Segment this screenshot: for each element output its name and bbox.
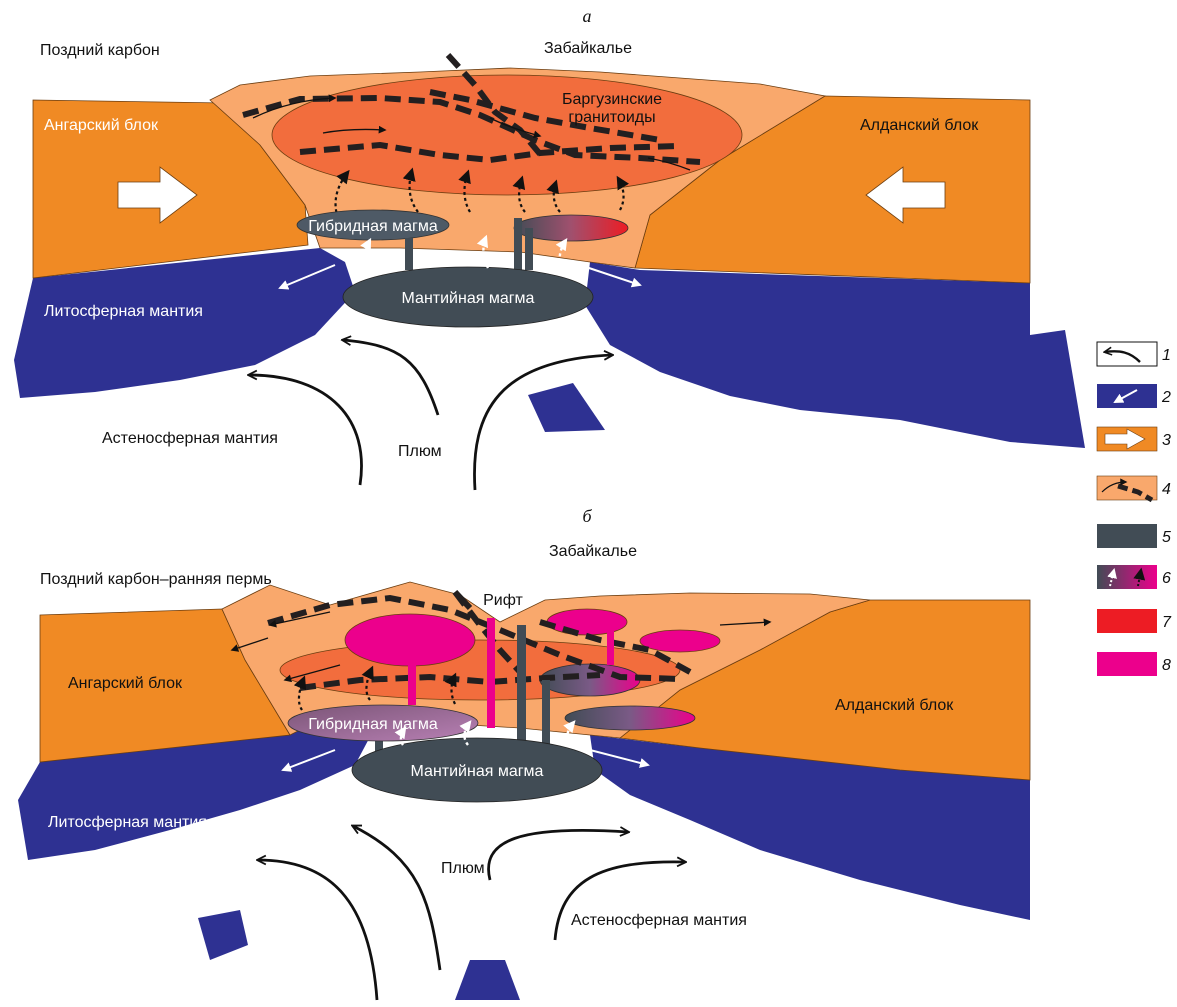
- hybrid-magma-swatch: [1097, 565, 1157, 589]
- mantle-fragment-a: [528, 383, 605, 432]
- period-label-a: Поздний карбон: [40, 42, 160, 59]
- hybrid-magma-label-a: Гибридная магма: [308, 218, 438, 235]
- plume-label-b: Плюм: [441, 860, 485, 877]
- angara-block-label-b: Ангарский блок: [68, 675, 183, 692]
- mantle-magma-label-a: Мантийная магма: [402, 290, 535, 307]
- feeder-dike-a3: [525, 228, 533, 270]
- mantle-fragment-b1: [198, 910, 248, 960]
- legend-label-8: 8: [1162, 657, 1171, 674]
- mantle-magma-label-b: Мантийная магма: [411, 763, 544, 780]
- legend: 1 2 3 4 5 6 7 8: [1097, 342, 1172, 676]
- feeder-dike-a2: [514, 218, 522, 270]
- hybrid-magma-label-b: Гибридная магма: [308, 716, 438, 733]
- granitoids-label-line2: гранитоиды: [568, 109, 655, 126]
- granitoids-label-line1: Баргузинские: [562, 91, 662, 108]
- panel-a: a Поздний карбон Забайкалье Баргузинские…: [14, 6, 1085, 490]
- legend-label-2: 2: [1161, 389, 1171, 406]
- barguzin-granitoids-a: [272, 75, 742, 195]
- legend-label-1: 1: [1162, 347, 1171, 364]
- region-label-a: Забайкалье: [544, 40, 632, 57]
- lithospheric-mantle-right-a: [585, 262, 1085, 448]
- magenta-intrusion-b3: [640, 630, 720, 652]
- legend-label-6: 6: [1162, 570, 1171, 587]
- panel-b: б Поздний карбон–ранняя пермь Забайкалье…: [18, 506, 1030, 1000]
- panel-a-letter: a: [583, 6, 592, 26]
- mantle-magma-swatch: [1097, 524, 1157, 548]
- magenta-swatch: [1097, 652, 1157, 676]
- aldan-block-label-b: Алданский блок: [835, 697, 954, 714]
- magenta-dike-b3: [607, 625, 614, 665]
- angara-block-label-a: Ангарский блок: [44, 117, 159, 134]
- lithosphere-label-b: Литосферная мантия: [48, 814, 207, 831]
- red-swatch: [1097, 609, 1157, 633]
- lithosphere-label-a: Литосферная мантия: [44, 303, 203, 320]
- hybrid-magma-b3: [565, 706, 695, 730]
- asthenosphere-label-b: Астеносферная мантия: [571, 912, 747, 929]
- plume-label-a: Плюм: [398, 443, 442, 460]
- magenta-intrusion-b2: [547, 609, 627, 635]
- rift-label-b: Рифт: [483, 592, 523, 609]
- feeder-dike-a1: [405, 238, 413, 270]
- panel-b-letter: б: [582, 506, 592, 526]
- legend-label-4: 4: [1162, 481, 1171, 498]
- rift-dike-b: [517, 625, 526, 743]
- magenta-dike-b1: [408, 655, 416, 705]
- aldan-block-label-a: Алданский блок: [860, 117, 979, 134]
- region-label-b: Забайкалье: [549, 543, 637, 560]
- legend-label-3: 3: [1162, 432, 1171, 449]
- asthenosphere-label-a: Астеносферная мантия: [102, 430, 278, 447]
- period-label-b: Поздний карбон–ранняя пермь: [40, 571, 272, 588]
- magenta-dike-b2: [487, 618, 495, 728]
- legend-label-7: 7: [1162, 614, 1172, 631]
- mantle-fragment-b2: [455, 960, 520, 1000]
- legend-label-5: 5: [1162, 529, 1171, 546]
